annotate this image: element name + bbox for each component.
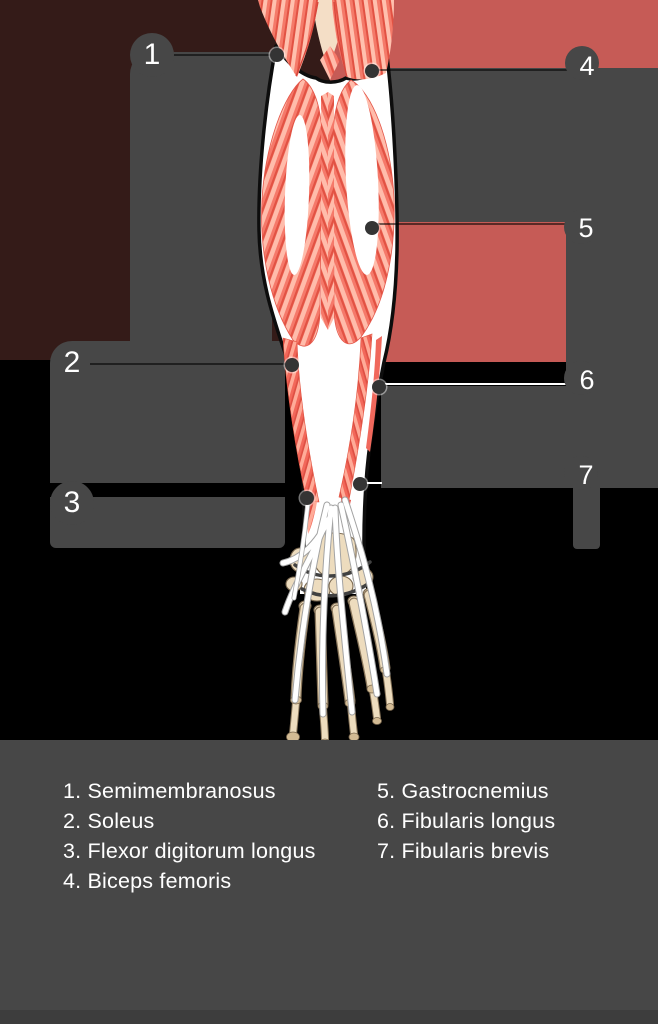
answer-item: 7. Fibularis brevis — [377, 839, 550, 863]
answer-item: 2. Soleus — [63, 809, 155, 833]
callout-bubble-6[interactable] — [564, 361, 598, 395]
callout-bubble-4[interactable] — [565, 46, 599, 80]
callout-bubble-3[interactable] — [50, 481, 94, 525]
leader-line-3 — [90, 494, 307, 496]
callout-bubble-1[interactable] — [130, 33, 174, 77]
leader-line-4 — [372, 69, 582, 71]
answer-cover-7-tab[interactable] — [573, 488, 600, 549]
leader-line-2 — [90, 363, 292, 365]
callout-dot-1 — [270, 48, 284, 62]
leader-line-5 — [372, 223, 582, 225]
answer-item: 3. Flexor digitorum longus — [63, 839, 316, 863]
callout-dot-7 — [353, 477, 367, 491]
callout-number-5[interactable]: 5 — [578, 212, 594, 243]
lower-leg-illustration — [257, 0, 399, 745]
callout-bubble-7[interactable] — [564, 456, 598, 490]
callout-number-2[interactable]: 2 — [63, 346, 81, 379]
callout-number-3[interactable]: 3 — [63, 486, 81, 519]
callout-dot-6 — [372, 380, 386, 394]
gastrocnemius-muscle — [261, 78, 395, 347]
callout-number-7[interactable]: 7 — [578, 459, 594, 490]
callout-number-6[interactable]: 6 — [579, 364, 595, 395]
leader-line-6 — [380, 383, 582, 385]
answer-item: 5. Gastrocnemius — [377, 779, 549, 803]
answer-key-left-column: 1. Semimembranosus 2. Soleus 3. Flexor d… — [63, 776, 316, 896]
leader-line-1 — [172, 54, 277, 56]
callout-dot-3 — [300, 491, 314, 505]
answer-item: 4. Biceps femoris — [63, 869, 232, 893]
answer-item: 6. Fibularis longus — [377, 809, 556, 833]
foot-tendons — [279, 496, 391, 718]
callout-number-1[interactable]: 1 — [143, 38, 161, 71]
leader-line-7 — [360, 482, 382, 484]
callout-dot-4 — [365, 64, 379, 78]
answer-key-right-column: 5. Gastrocnemius 6. Fibularis longus 7. … — [377, 776, 555, 866]
callout-number-4[interactable]: 4 — [579, 50, 595, 81]
answer-cover-4[interactable] — [382, 68, 658, 222]
callout-dot-2 — [285, 358, 299, 372]
callout-dot-5 — [365, 221, 379, 235]
answer-key-panel: 1. Semimembranosus 2. Soleus 3. Flexor d… — [0, 740, 658, 1024]
footer-bottom-strip — [0, 1010, 658, 1024]
answer-cover-1[interactable] — [130, 52, 272, 341]
callout-bubble-5[interactable] — [564, 210, 598, 244]
answer-item: 1. Semimembranosus — [63, 779, 276, 803]
hamstring-muscles — [258, 0, 394, 80]
